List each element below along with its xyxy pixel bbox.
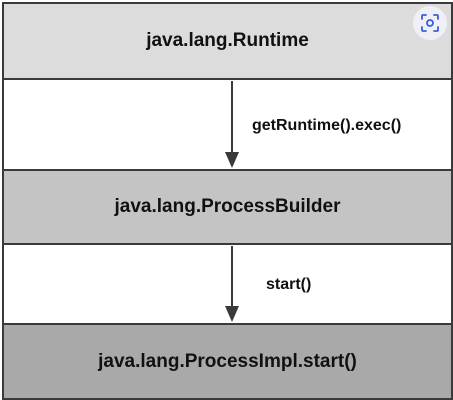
arrow-runtime-to-processbuilder	[225, 81, 239, 168]
node-runtime: java.lang.Runtime	[4, 4, 451, 80]
node-processbuilder-label: java.lang.ProcessBuilder	[114, 196, 341, 217]
arrows-layer	[225, 81, 239, 322]
node-processimpl-label: java.lang.ProcessImpl.start()	[98, 350, 357, 372]
arrow-processbuilder-to-processimpl	[225, 246, 239, 322]
node-processbuilder: java.lang.ProcessBuilder	[4, 169, 451, 245]
edge-label-start: start()	[266, 276, 312, 293]
node-processimpl: java.lang.ProcessImpl.start()	[4, 323, 451, 398]
visual-search-lens-icon[interactable]	[413, 6, 447, 40]
edge-label-getruntime-exec: getRuntime().exec()	[252, 117, 402, 134]
node-runtime-label: java.lang.Runtime	[146, 30, 309, 51]
